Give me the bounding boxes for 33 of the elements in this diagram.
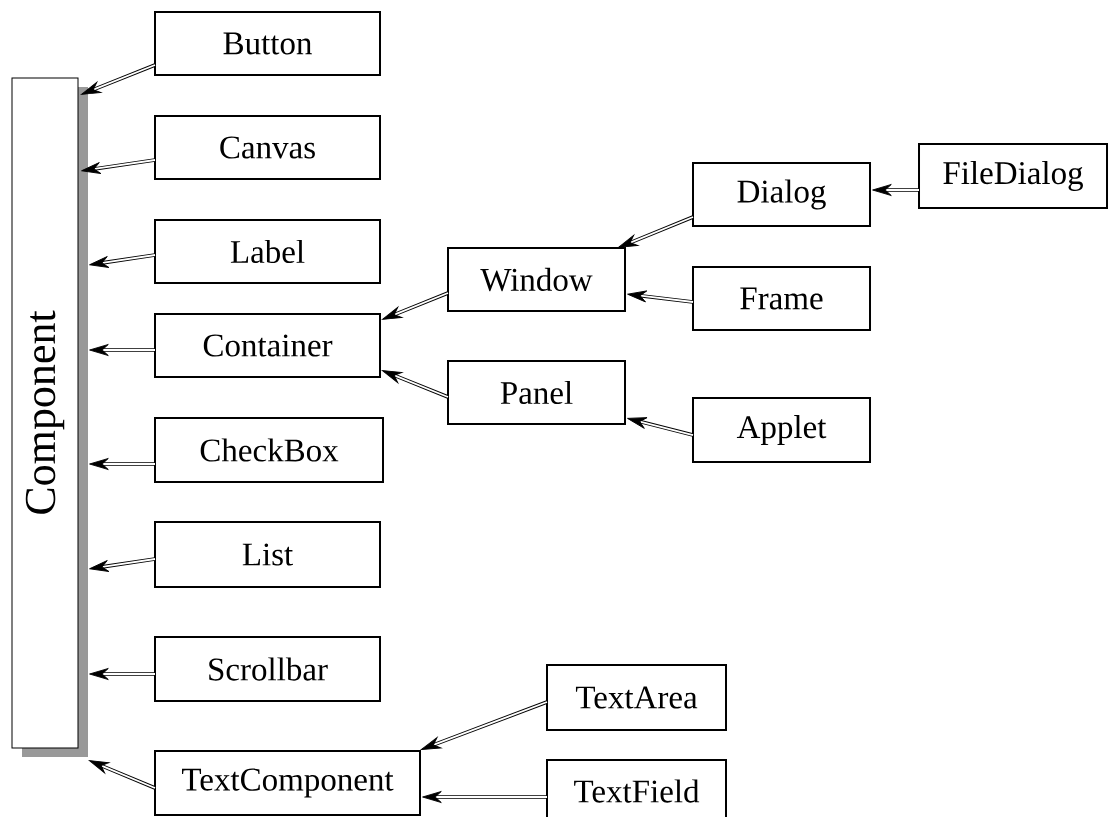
inheritance-arrow: [81, 158, 156, 174]
inheritance-arrow: [89, 458, 156, 470]
class-box: Container: [154, 313, 381, 378]
class-box: Applet: [692, 397, 871, 463]
inheritance-arrow: [89, 557, 156, 572]
inheritance-arrow: [421, 700, 548, 750]
component-box: Component: [11, 77, 88, 757]
inheritance-arrow: [382, 370, 449, 399]
class-box: TextComponent: [154, 750, 421, 816]
class-box: Frame: [692, 266, 871, 331]
inheritance-arrow: [89, 344, 156, 356]
class-box: Window: [447, 247, 626, 312]
inheritance-arrow: [872, 184, 920, 196]
class-box: Dialog: [692, 162, 871, 227]
inheritance-arrow: [422, 791, 548, 803]
class-box: FileDialog: [918, 143, 1108, 209]
inheritance-arrow: [618, 215, 694, 248]
class-box: Label: [154, 219, 381, 284]
class-box: TextField: [546, 759, 727, 817]
class-box: Button: [154, 11, 381, 76]
inheritance-arrow: [89, 253, 156, 268]
class-box: Scrollbar: [154, 636, 381, 702]
inheritance-arrow: [81, 63, 156, 95]
inheritance-arrow: [627, 417, 694, 437]
inheritance-arrow: [89, 760, 156, 790]
class-box: CheckBox: [154, 417, 384, 483]
inheritance-arrow: [89, 668, 156, 680]
class-box: Panel: [447, 360, 626, 425]
class-box: TextArea: [546, 664, 727, 731]
class-box: Canvas: [154, 115, 381, 180]
class-box: List: [154, 521, 381, 588]
inheritance-arrow: [627, 290, 694, 304]
inheritance-arrow: [382, 291, 449, 320]
